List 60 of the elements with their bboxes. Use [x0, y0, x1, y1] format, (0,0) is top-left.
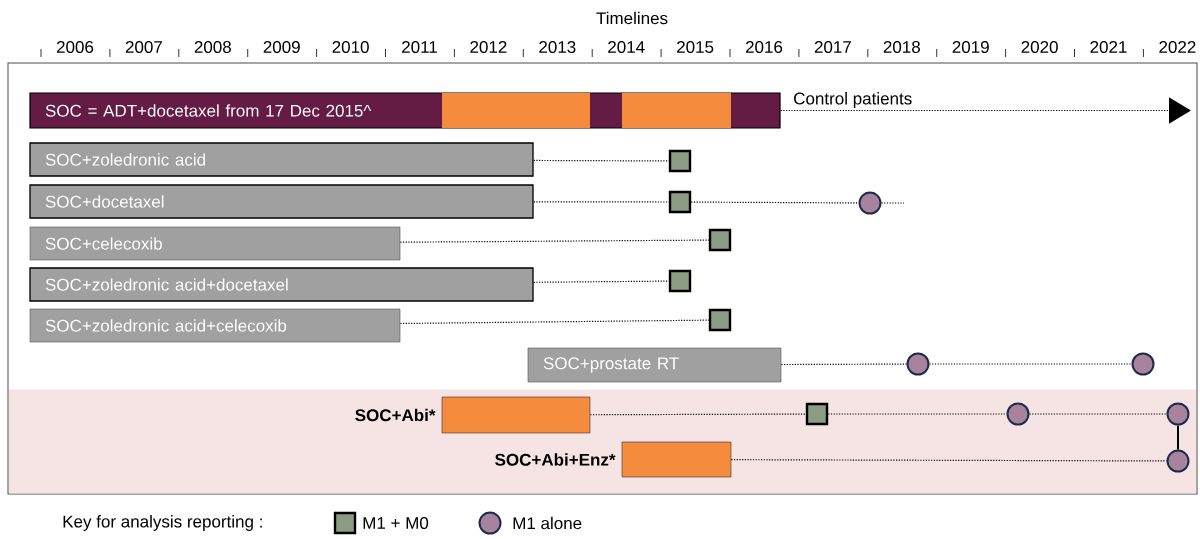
chart-title: Timelines — [596, 11, 668, 25]
square-marker — [708, 228, 732, 252]
square-marker — [668, 190, 692, 214]
connector-line — [399, 239, 710, 243]
square-marker — [708, 308, 732, 332]
connector-line — [780, 363, 908, 366]
year-label: 2019 — [952, 41, 989, 54]
connector-line — [1028, 413, 1168, 415]
year-label: 2013 — [539, 41, 576, 54]
circle-marker — [906, 352, 930, 376]
connector-line — [880, 202, 905, 204]
shaded-band — [9, 389, 1196, 494]
year-label: 2006 — [56, 41, 94, 54]
bar-segment — [442, 93, 590, 128]
circle-marker — [1166, 402, 1190, 426]
circle-marker — [858, 191, 882, 215]
year-label: 2010 — [332, 41, 369, 54]
year-label: 2009 — [263, 41, 300, 54]
circle-marker — [1166, 449, 1190, 473]
arm-bar: SOC+zoledronic acid — [29, 142, 534, 177]
square-marker — [668, 149, 692, 173]
bar-segment — [622, 93, 731, 128]
square-marker — [668, 269, 692, 293]
arm-bar: SOC+zoledronic acid+docetaxel — [29, 267, 534, 302]
circle-marker — [1131, 352, 1155, 376]
connector-line — [1177, 424, 1179, 451]
arm-bar: SOC+celecoxib — [29, 226, 401, 261]
edge-label: Control patients — [792, 91, 914, 109]
connector-line — [589, 413, 807, 416]
arm-bar: SOC+prostate RT — [527, 347, 782, 383]
arm-label: SOC+Abi* — [355, 408, 436, 422]
year-label: 2016 — [745, 41, 783, 54]
connector-line — [730, 459, 1168, 462]
circle-marker — [1006, 402, 1030, 426]
legend-label: M1 alone — [513, 516, 582, 530]
connector-line — [533, 201, 670, 203]
arm-bar: SOC+docetaxel — [29, 184, 534, 219]
key-label: Key for analysis reporting : — [63, 515, 262, 531]
connector-line — [533, 280, 670, 283]
arm-label: SOC+Abi+Enz* — [495, 453, 616, 466]
year-label: 2012 — [470, 41, 507, 54]
connector-line — [533, 159, 670, 162]
connector-line — [827, 413, 1008, 415]
square-marker — [805, 402, 829, 426]
year-label: 2018 — [883, 41, 920, 54]
year-label: 2007 — [125, 41, 162, 54]
connector-line — [690, 201, 860, 204]
year-label: 2015 — [677, 41, 714, 54]
connector-line — [399, 319, 710, 325]
connector-line — [928, 363, 1133, 365]
year-label: 2014 — [608, 41, 645, 54]
year-label: 2020 — [1021, 41, 1058, 54]
year-label: 2022 — [1159, 41, 1196, 54]
year-label: 2017 — [814, 41, 851, 54]
year-label: 2011 — [402, 41, 437, 54]
year-label: 2008 — [194, 41, 231, 54]
legend-label: M1 + M0 — [363, 517, 429, 530]
year-label: 2021 — [1090, 41, 1127, 54]
arm-bar: SOC+zoledronic acid+celecoxib — [29, 308, 401, 343]
arrow — [780, 97, 1191, 124]
